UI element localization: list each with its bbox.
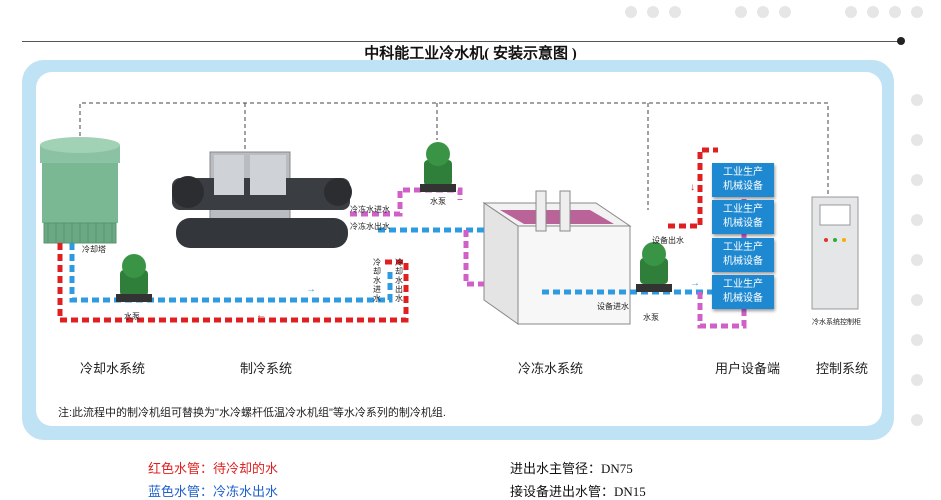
pump-icon-top — [420, 142, 456, 192]
section-refrigeration: 制冷系统 — [240, 361, 293, 376]
chilled-water-out-label: 冷冻水出水 — [350, 222, 390, 231]
legend-blue-pipe: 蓝色水管：冷冻水出水 — [148, 484, 279, 499]
decorative-dot-pattern — [625, 6, 923, 426]
page-title: 中科能工业冷水机( 安装示意图 ) — [364, 46, 577, 62]
industrial-equipment-box-3: 工业生产 机械设备 — [712, 238, 774, 272]
pump-icon-left — [116, 254, 152, 302]
legend-red-pipe: 红色水管：待冷却的水 — [148, 461, 279, 476]
control-cabinet-label: 冷水系统控制柜 — [812, 319, 861, 326]
svg-text:←: ← — [256, 310, 266, 321]
cooling-tower-icon — [40, 137, 120, 244]
section-user-equipment: 用户设备端 — [715, 361, 781, 376]
blue-pipes — [69, 176, 741, 303]
pump-top-label: 水泵 — [430, 197, 446, 206]
svg-text:↓: ↓ — [690, 182, 695, 193]
section-chilled-water: 冷冻水系统 — [518, 361, 584, 376]
legend-equipment-pipe-size: 接设备进出水管：DN15 — [510, 484, 646, 499]
control-cabinet-icon — [811, 196, 859, 310]
control-signal-lines — [79, 102, 829, 210]
equipment-inlet-label: 设备进水 — [597, 302, 629, 311]
svg-text:→: → — [306, 284, 316, 295]
flow-arrows: ← → ↓ → — [256, 182, 700, 321]
header-rule-dot — [897, 37, 905, 45]
industrial-equipment-box-1: 工业生产 机械设备 — [712, 163, 774, 197]
chilled-water-in-label: 冷冻水进水 — [350, 205, 390, 214]
industrial-equipment-box-2: 工业生产 机械设备 — [712, 200, 774, 234]
cooling-water-in-label: 冷却水进水 — [373, 258, 381, 303]
header-rule — [22, 41, 901, 42]
chiller-unit-icon — [172, 151, 352, 248]
diagram-note: 注:此流程中的制冷机组可替换为"水冷螺杆低温冷水机组"等水冷系列的制冷机组. — [58, 407, 446, 419]
section-cooling-water: 冷却水系统 — [80, 361, 146, 376]
cooling-tower-label: 冷却塔 — [82, 245, 106, 254]
chilled-water-tank-icon — [482, 190, 632, 325]
industrial-equipment-box-4: 工业生产 机械设备 — [712, 275, 774, 309]
cooling-water-out-label: 冷却水出水 — [395, 258, 403, 303]
svg-text:→: → — [690, 278, 700, 289]
pump-icon-right — [636, 242, 672, 292]
purple-pipes — [350, 178, 747, 329]
legend-main-pipe-size: 进出水主管径：DN75 — [510, 461, 633, 476]
red-pipes — [57, 147, 718, 323]
pump-right-label: 水泵 — [643, 313, 659, 322]
pump-left-label: 水泵 — [124, 312, 140, 321]
equipment-outlet-label: 设备出水 — [652, 236, 684, 245]
section-control: 控制系统 — [816, 361, 869, 376]
